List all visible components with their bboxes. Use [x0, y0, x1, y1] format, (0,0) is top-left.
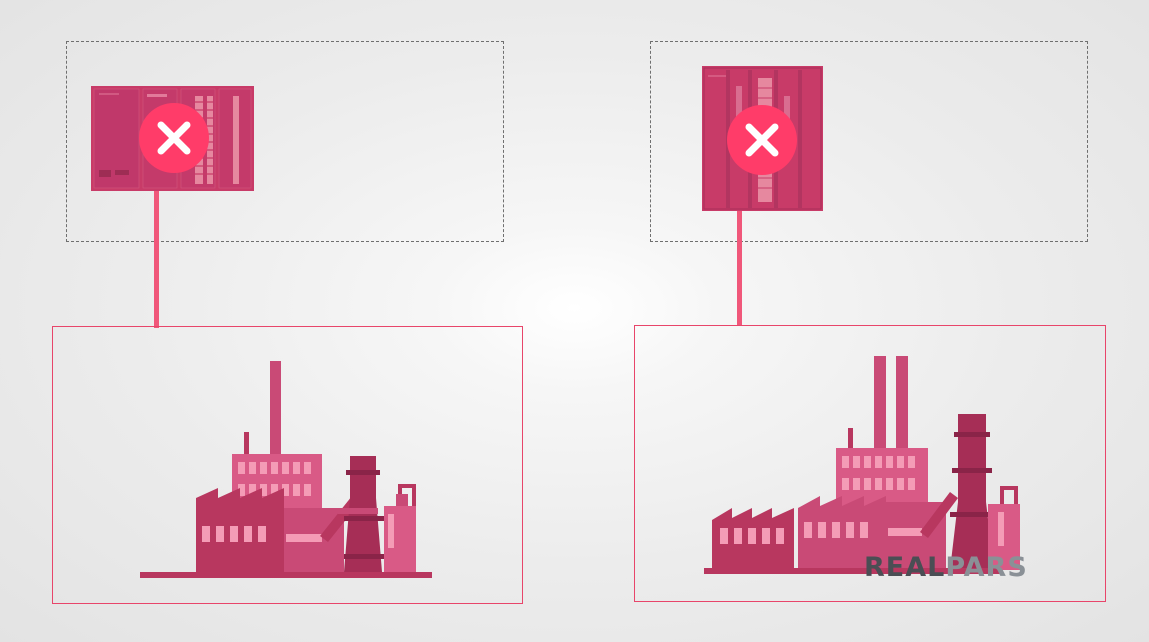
plant-zone-right [634, 325, 1106, 602]
controller-zone-left [66, 41, 504, 242]
connection-line-left [154, 191, 159, 328]
close-icon [727, 105, 797, 175]
plant-zone-left [52, 326, 523, 604]
connection-line-right [737, 211, 742, 326]
logo-pars: PARS [945, 552, 1028, 583]
close-icon [139, 103, 209, 173]
logo-real: REAL [864, 552, 946, 583]
realpars-logo: REALPARS [864, 553, 1028, 583]
controller-zone-right [650, 41, 1088, 242]
factory-icon [704, 356, 1020, 574]
factory-icon [140, 361, 432, 578]
